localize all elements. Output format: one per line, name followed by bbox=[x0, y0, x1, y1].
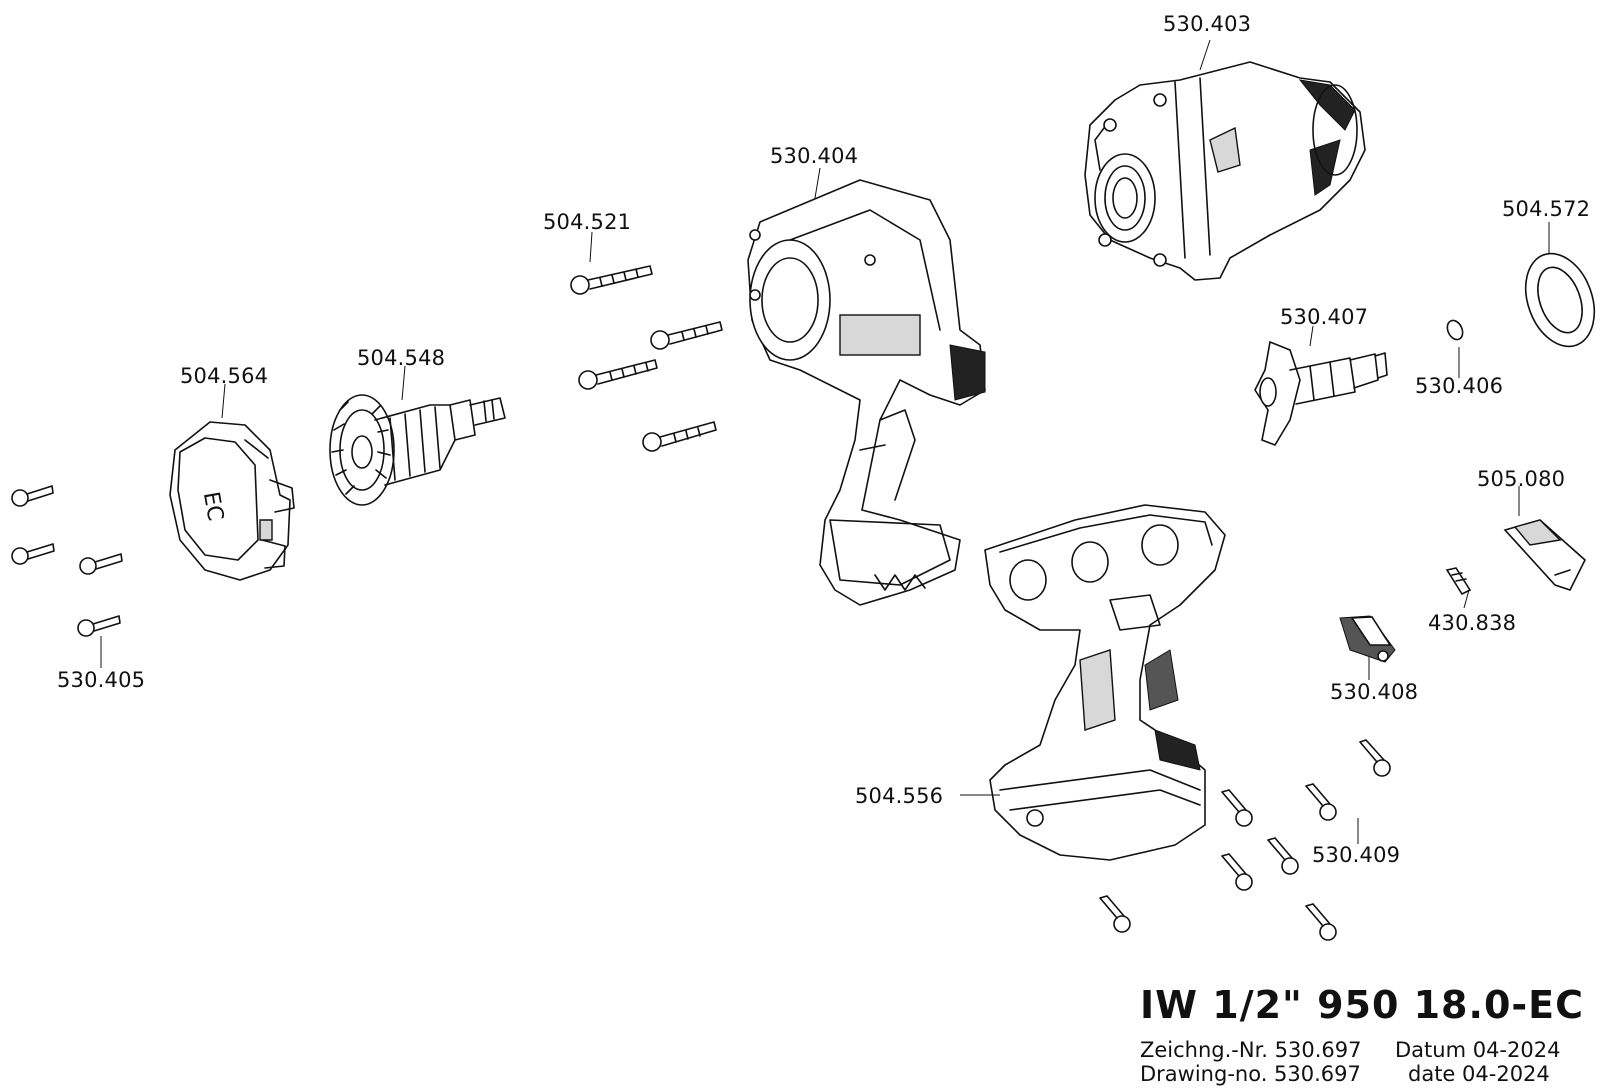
label-530-406: 530.406 bbox=[1415, 374, 1504, 398]
label-530-408: 530.408 bbox=[1330, 680, 1419, 704]
label-505-080: 505.080 bbox=[1477, 467, 1566, 491]
label-504-556: 504.556 bbox=[855, 784, 944, 808]
model-title: IW 1/2" 950 18.0-EC bbox=[1140, 983, 1584, 1027]
gearbox-housing-530-403 bbox=[1084, 61, 1366, 281]
retaining-ring-530-406 bbox=[1446, 319, 1464, 341]
label-530-403: 530.403 bbox=[1163, 12, 1252, 36]
label-504-564: 504.564 bbox=[180, 364, 269, 388]
clip-screw-430-838 bbox=[1445, 567, 1472, 596]
label-504-572: 504.572 bbox=[1502, 197, 1591, 221]
date-en: date 04-2024 bbox=[1408, 1062, 1550, 1086]
washer-504-572 bbox=[1524, 252, 1596, 348]
handle-housing-504-556 bbox=[984, 504, 1226, 861]
label-430-838: 430.838 bbox=[1428, 611, 1517, 635]
housing-screws-504-521 bbox=[570, 265, 723, 452]
label-504-521: 504.521 bbox=[543, 210, 632, 234]
label-530-404: 530.404 bbox=[770, 144, 859, 168]
anvil-530-407 bbox=[1254, 340, 1388, 446]
label-530-405: 530.405 bbox=[57, 668, 146, 692]
motor-housing-530-404 bbox=[747, 179, 986, 606]
belt-clip-505-080 bbox=[1503, 519, 1586, 591]
drawing-number-en: Drawing-no. 530.697 bbox=[1140, 1062, 1361, 1086]
svg-text:EC: EC bbox=[198, 490, 228, 523]
end-cap-screws-530-405 bbox=[11, 485, 123, 637]
label-530-409: 530.409 bbox=[1312, 843, 1401, 867]
armature-504-548 bbox=[329, 394, 506, 506]
label-530-407: 530.407 bbox=[1280, 305, 1369, 329]
label-504-548: 504.548 bbox=[357, 346, 446, 370]
drawing-number-de: Zeichng.-Nr. 530.697 bbox=[1140, 1038, 1362, 1062]
date-de: Datum 04-2024 bbox=[1395, 1038, 1561, 1062]
handle-screws-530-409 bbox=[1099, 739, 1391, 941]
end-cap-504-564: EC bbox=[169, 421, 295, 581]
ec-badge-530-408 bbox=[1339, 615, 1396, 663]
